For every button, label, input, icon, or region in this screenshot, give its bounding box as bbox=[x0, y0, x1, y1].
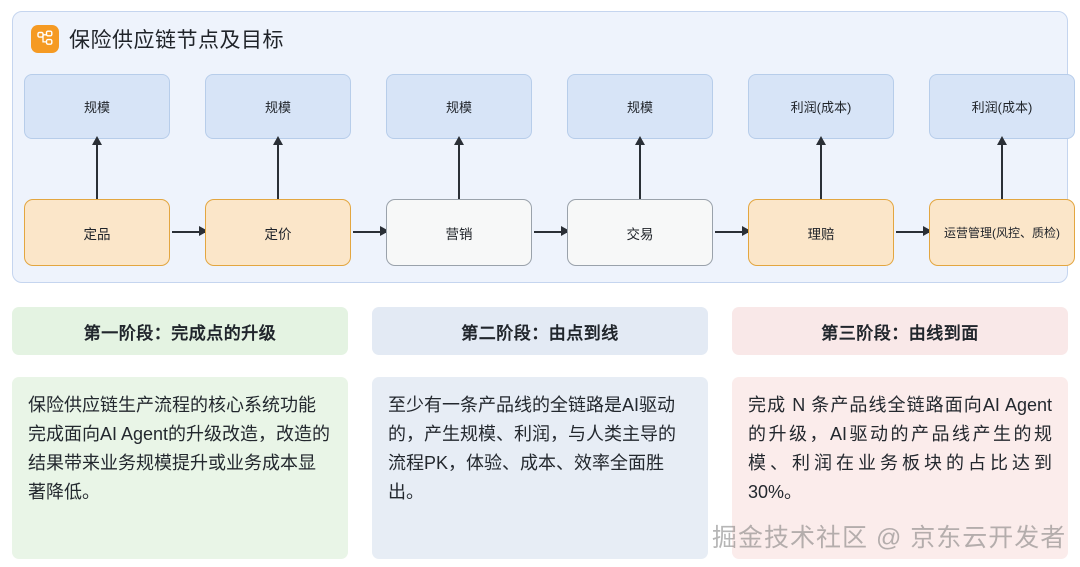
phase-body: 保险供应链生产流程的核心系统功能完成面向AI Agent的升级改造，改造的结果带… bbox=[12, 377, 348, 559]
goal-box: 规模 bbox=[386, 74, 532, 139]
phase-card-1: 第一阶段：完成点的升级 保险供应链生产流程的核心系统功能完成面向AI Agent… bbox=[12, 307, 348, 559]
top-fragment-left: ▪▪▪▪▪▪▪▪▪▪▪▪▪ bbox=[205, 0, 273, 5]
goal-box: 利润(成本) bbox=[929, 74, 1075, 139]
stage-box: 营销 bbox=[386, 199, 532, 266]
chain-column: 规模 营销 bbox=[386, 74, 570, 274]
stage-to-stage-arrow-icon bbox=[715, 226, 751, 236]
chain-column: 规模 定价 bbox=[205, 74, 389, 274]
top-fragment-right: ▪▪▪▪▪▪▪▪ bbox=[370, 0, 412, 5]
stage-to-goal-arrow-icon bbox=[273, 136, 283, 199]
stage-to-goal-arrow-icon bbox=[454, 136, 464, 199]
phase-body: 完成 N 条产品线全链路面向AI Agent的升级，AI驱动的产品线产生的规模、… bbox=[732, 377, 1068, 559]
diagram-header: 保险供应链节点及目标 bbox=[31, 24, 284, 54]
supply-chain-diagram-panel: 保险供应链节点及目标 规模 定品 规模 定价 规模 营销 bbox=[12, 11, 1075, 283]
stage-to-stage-arrow-icon bbox=[534, 226, 570, 236]
phase-title: 第一阶段：完成点的升级 bbox=[12, 307, 348, 355]
stage-to-goal-arrow-icon bbox=[816, 136, 826, 199]
phase-card-3: 第三阶段：由线到面 完成 N 条产品线全链路面向AI Agent的升级，AI驱动… bbox=[732, 307, 1068, 559]
chain-column: 规模 定品 bbox=[24, 74, 208, 274]
stage-to-goal-arrow-icon bbox=[92, 136, 102, 199]
chain-column: 利润(成本) 运营管理(风控、质检) bbox=[929, 74, 1075, 274]
stage-to-goal-arrow-icon bbox=[635, 136, 645, 199]
chain-column: 规模 交易 bbox=[567, 74, 751, 274]
phase-body: 至少有一条产品线的全链路是AI驱动的，产生规模、利润，与人类主导的流程PK，体验… bbox=[372, 377, 708, 559]
stage-to-stage-arrow-icon bbox=[896, 226, 932, 236]
goal-box: 利润(成本) bbox=[748, 74, 894, 139]
stage-box: 理赔 bbox=[748, 199, 894, 266]
phase-cards: 第一阶段：完成点的升级 保险供应链生产流程的核心系统功能完成面向AI Agent… bbox=[12, 307, 1068, 559]
stage-box: 定品 bbox=[24, 199, 170, 266]
top-clipped-strip: ▪▪▪▪▪▪▪▪▪▪▪▪▪ ▪▪▪▪▪▪▪▪ bbox=[0, 0, 1080, 9]
flowchart-node-icon bbox=[31, 25, 59, 53]
phase-title: 第二阶段：由点到线 bbox=[372, 307, 708, 355]
stage-box: 运营管理(风控、质检) bbox=[929, 199, 1075, 266]
diagram-title: 保险供应链节点及目标 bbox=[69, 29, 284, 52]
stage-box: 交易 bbox=[567, 199, 713, 266]
phase-title: 第三阶段：由线到面 bbox=[732, 307, 1068, 355]
goal-box: 规模 bbox=[24, 74, 170, 139]
goal-box: 规模 bbox=[567, 74, 713, 139]
goal-box: 规模 bbox=[205, 74, 351, 139]
stage-to-stage-arrow-icon bbox=[353, 226, 389, 236]
phase-card-2: 第二阶段：由点到线 至少有一条产品线的全链路是AI驱动的，产生规模、利润，与人类… bbox=[372, 307, 708, 559]
stage-box: 定价 bbox=[205, 199, 351, 266]
stage-to-goal-arrow-icon bbox=[997, 136, 1007, 199]
node-grid: 规模 定品 规模 定价 规模 营销 规模 bbox=[18, 74, 1075, 274]
chain-column: 利润(成本) 理赔 bbox=[748, 74, 932, 274]
stage-to-stage-arrow-icon bbox=[172, 226, 208, 236]
